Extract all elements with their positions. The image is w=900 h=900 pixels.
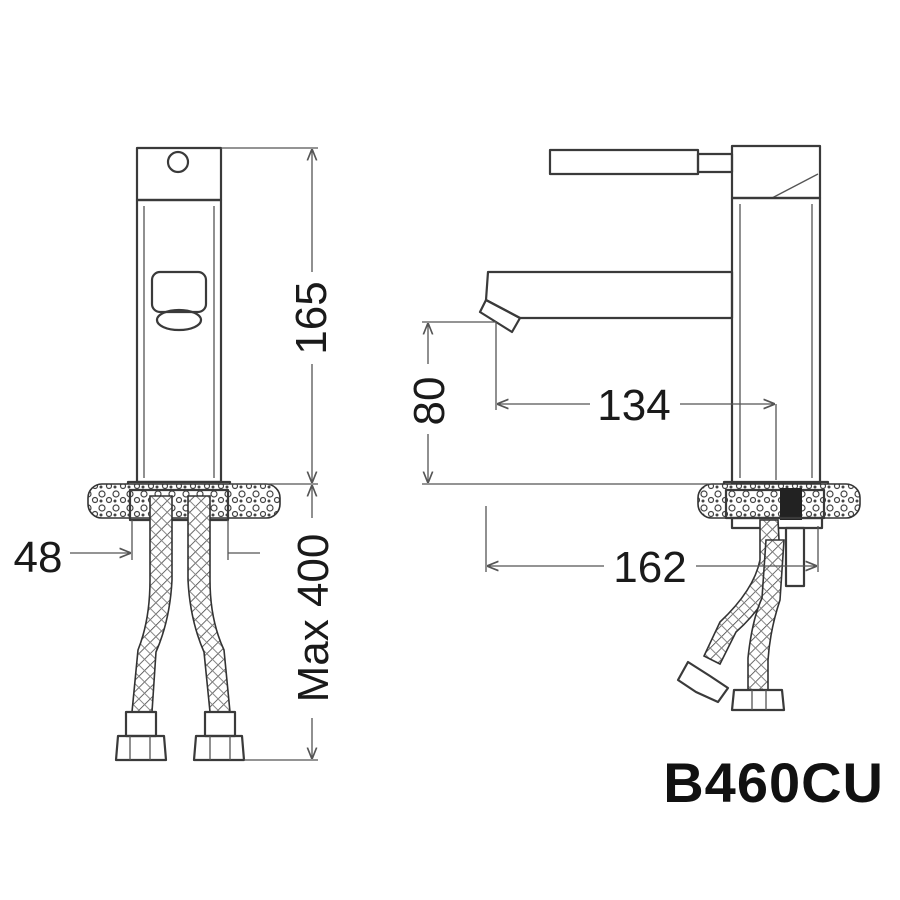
side-handle-lever (548, 148, 700, 176)
dim-spout-reach: 134 (597, 381, 670, 430)
front-hose-nut-left (114, 734, 168, 762)
side-aerator (478, 298, 522, 334)
front-hose-nut-right (192, 734, 246, 762)
side-spout (484, 270, 734, 320)
side-head (730, 144, 822, 200)
dim-hose-spacing: 48 (14, 533, 63, 582)
model-code: B460CU (663, 751, 884, 814)
dim-overall-depth: 162 (613, 543, 686, 592)
side-hose-nut-left (676, 660, 730, 704)
side-threaded-rod (784, 526, 806, 588)
side-dimensions: 80 134 162 (405, 321, 819, 592)
side-hose-nut-right (730, 688, 786, 712)
front-countertop (87, 483, 281, 519)
front-shank (128, 488, 230, 522)
front-dimensions: 165 Max 400 48 (14, 147, 338, 761)
front-body (135, 198, 223, 484)
side-view (478, 144, 861, 712)
dim-body-height: 165 (287, 281, 336, 354)
front-hose-right (187, 495, 231, 713)
front-hose-left (131, 495, 173, 713)
front-aerator-outlet (155, 308, 203, 332)
front-handle-hole (166, 150, 190, 174)
front-handle-cap (135, 146, 223, 202)
front-aerator (150, 270, 208, 314)
front-view (87, 146, 281, 762)
dim-spout-height: 80 (405, 377, 454, 426)
dim-hose-length: Max 400 (289, 534, 338, 703)
